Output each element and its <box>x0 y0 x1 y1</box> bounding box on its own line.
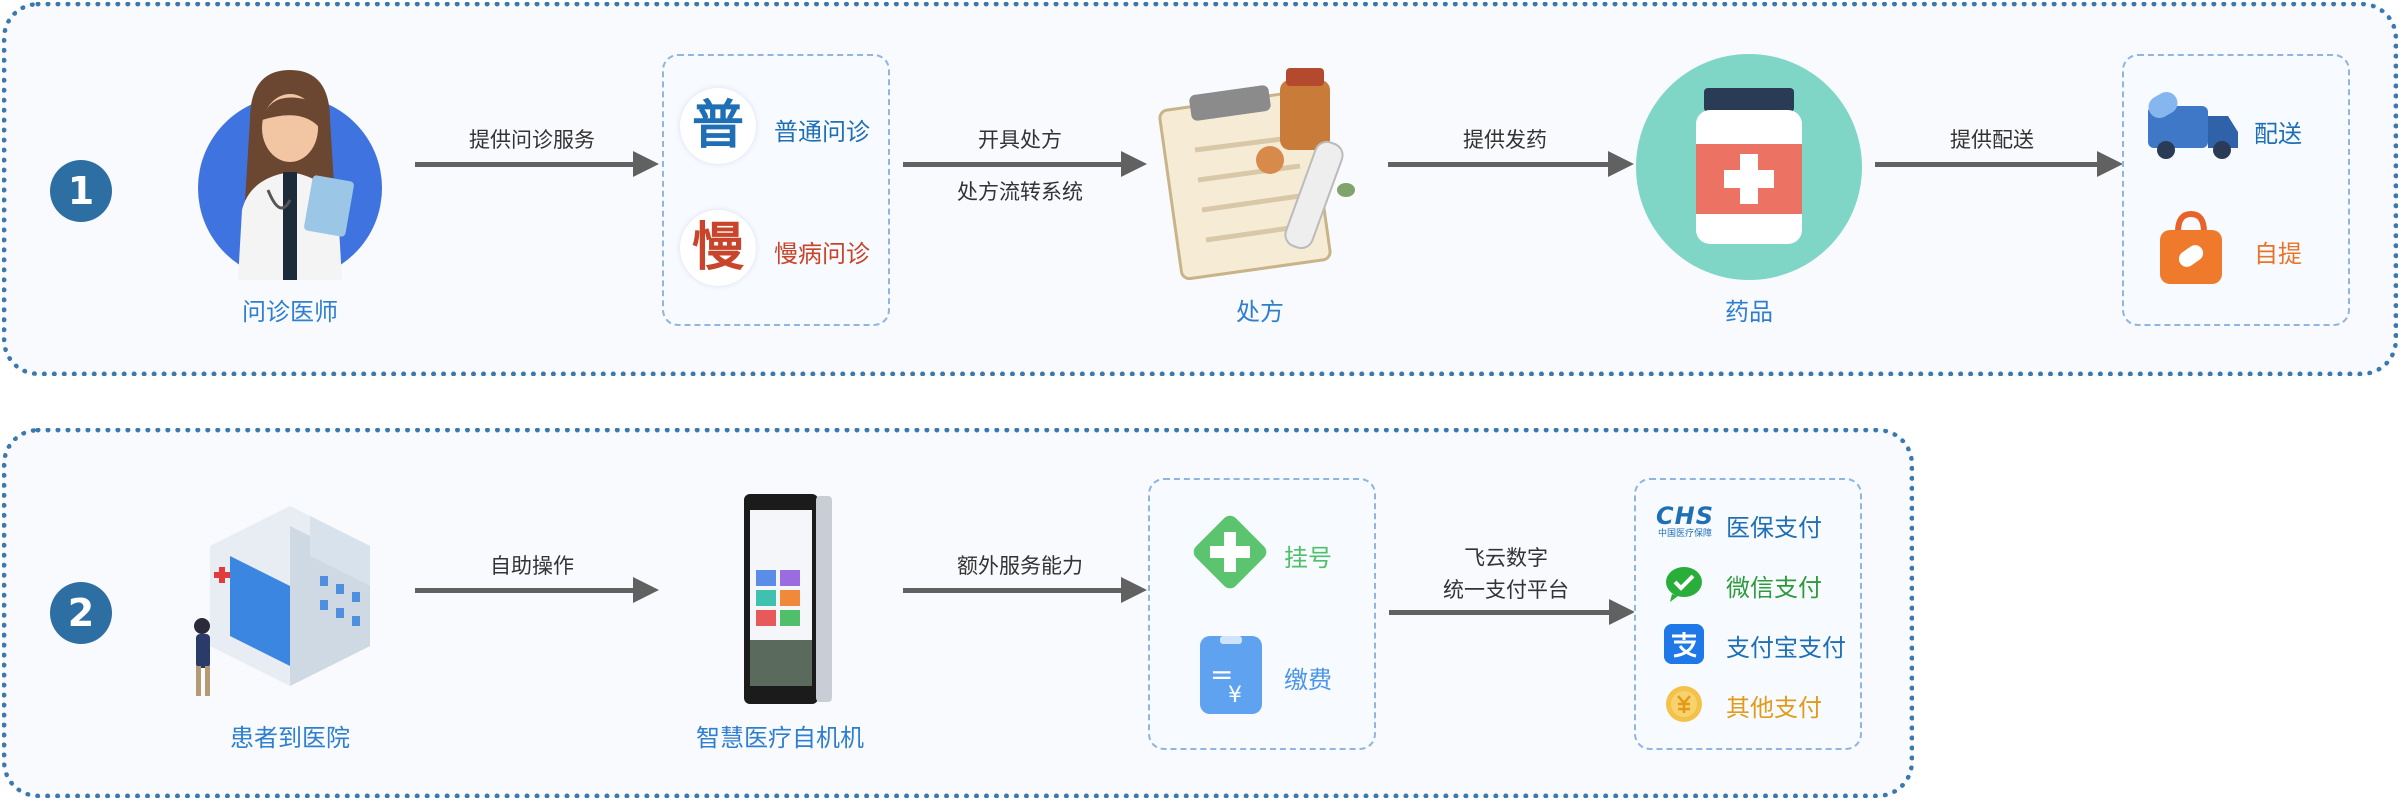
arrow2-label-bottom: 处方流转系统 <box>957 180 1083 204</box>
chronic-consult-icon: 慢 <box>680 210 756 286</box>
arrow3-label: 提供发药 <box>1463 128 1547 152</box>
svg-text:¥: ¥ <box>1228 683 1242 708</box>
arrow2-label-top: 开具处方 <box>978 128 1062 152</box>
r2-arrow-2 <box>903 577 1147 603</box>
registration-icon <box>1188 510 1272 594</box>
hospital-illustration <box>170 476 410 716</box>
chs-logo-subtext: 中国医疗保障 <box>1657 529 1712 539</box>
r2-arrow-3 <box>1389 599 1635 625</box>
pickup-label: 自提 <box>2254 240 2302 268</box>
general-consult-icon: 普 <box>680 88 756 164</box>
hospital-caption: 患者到医院 <box>230 724 350 752</box>
r2-arrow-1 <box>415 577 659 603</box>
r2-arrow2-label: 额外服务能力 <box>957 554 1083 578</box>
alipay-icon <box>1664 624 1704 664</box>
payment-bill-icon: = ¥ <box>1196 632 1266 718</box>
chs-logo-icon: CHS 中国医疗保障 <box>1652 504 1718 540</box>
wechat-pay-icon <box>1664 564 1704 604</box>
coin-icon <box>1664 684 1704 724</box>
doctor-caption: 问诊医师 <box>242 298 338 326</box>
alipay-label: 支付宝支付 <box>1726 634 1846 662</box>
arrow-4 <box>1875 151 2123 177</box>
wechat-pay-label: 微信支付 <box>1726 574 1822 602</box>
pickup-bag-icon <box>2156 208 2226 288</box>
other-pay-label: 其他支付 <box>1726 694 1822 722</box>
insurance-pay-label: 医保支付 <box>1726 514 1822 542</box>
payment-label: 缴费 <box>1284 666 1332 694</box>
r2-arrow1-label: 自助操作 <box>490 554 574 578</box>
kiosk-illustration <box>720 490 840 710</box>
step-number-1: 1 <box>50 160 112 222</box>
medicine-caption: 药品 <box>1725 298 1773 326</box>
extra-services-box <box>1148 478 1376 750</box>
arrow4-label: 提供配送 <box>1950 128 2034 152</box>
registration-label: 挂号 <box>1284 544 1332 572</box>
step-number-2: 2 <box>50 582 112 644</box>
arrow1-label: 提供问诊服务 <box>469 128 595 152</box>
arrow-1 <box>415 151 659 177</box>
arrow-3 <box>1388 151 1634 177</box>
prescription-illustration <box>1150 60 1370 281</box>
r2-arrow3-label-bottom: 统一支付平台 <box>1443 578 1569 602</box>
r2-arrow3-label-top: 飞云数字 <box>1464 546 1548 570</box>
chronic-consult-label: 慢病问诊 <box>774 240 870 268</box>
kiosk-caption: 智慧医疗自机机 <box>696 724 864 752</box>
fulfillment-options-box <box>2122 54 2350 326</box>
doctor-illustration <box>190 60 390 280</box>
arrow-2 <box>903 151 1147 177</box>
chs-logo-text: CHS <box>1656 502 1714 530</box>
delivery-truck-icon <box>2142 88 2242 168</box>
general-consult-label: 普通问诊 <box>774 118 870 146</box>
medicine-illustration <box>1634 52 1864 282</box>
svg-text:=: = <box>1210 658 1233 691</box>
delivery-label: 配送 <box>2254 120 2302 148</box>
prescription-caption: 处方 <box>1236 298 1284 326</box>
